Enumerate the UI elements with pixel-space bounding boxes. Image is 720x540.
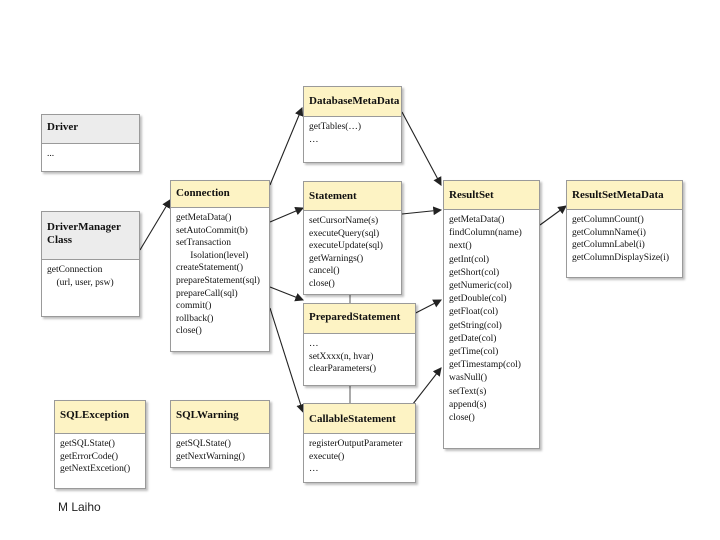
class-members: getConnection (url, user, psw): [42, 260, 139, 289]
class-member: getShort(col): [449, 267, 500, 278]
class-member: getInt(col): [449, 254, 490, 265]
class-member: setText(s): [449, 386, 487, 397]
class-member: executeQuery(sql): [309, 228, 380, 239]
arrow-connection-to-statement: [269, 206, 305, 223]
prepared-statement-class-box: PreparedStatement … setXxxx(n, hvar) clear…: [303, 303, 416, 386]
class-member: getErrorCode(): [60, 451, 119, 462]
class-member: close(): [449, 413, 475, 424]
class-member: …: [309, 464, 319, 475]
class-member: (url, user, psw): [47, 277, 114, 288]
class-title: Statement: [304, 182, 401, 211]
class-member: setAutoCommit(b): [176, 225, 248, 236]
class-member: setTransaction: [176, 238, 232, 249]
class-member: getString(col): [449, 320, 502, 331]
class-member: ...: [47, 149, 55, 159]
class-members: ...: [42, 144, 139, 161]
arrow-connection-to-databasemetadata: [269, 106, 304, 186]
class-member: getMetaData(): [449, 215, 505, 225]
class-member: execute(): [309, 451, 345, 462]
class-member: wasNull(): [449, 373, 487, 384]
class-member: close(): [309, 278, 335, 289]
class-member: getColumnLabel(i): [572, 240, 645, 251]
class-member: getDate(col): [449, 333, 497, 344]
class-member: registerOutputParameter: [309, 439, 403, 449]
class-title: ResultSet: [444, 181, 539, 210]
class-member: prepareStatement(sql): [176, 275, 260, 286]
class-title: ResultSetMetaData: [567, 181, 682, 210]
class-member: getMetaData(): [176, 213, 232, 223]
arrow-databasemetadata-to-resultset: [401, 111, 442, 186]
class-member: executeUpdate(sql): [309, 241, 383, 252]
class-members: getColumnCount() getColumnName(i) getColum…: [567, 210, 682, 264]
arrow-connection-to-preparedstatement: [269, 286, 305, 302]
class-member: getTimestamp(col): [449, 360, 521, 371]
class-member: commit(): [176, 301, 212, 312]
arrow-resultset-to-resultsetmetadata: [539, 205, 567, 226]
class-members: getTables(…) …: [304, 117, 401, 146]
class-title: Driver: [42, 115, 139, 144]
class-title: SQLException: [55, 401, 145, 434]
class-member: …: [309, 134, 319, 145]
class-member: getNextExcetion(): [60, 464, 131, 475]
class-member: append(s): [449, 399, 487, 410]
class-member: getSQLState(): [176, 439, 231, 449]
class-member: getColumnName(i): [572, 227, 646, 238]
class-member: getNumeric(col): [449, 281, 512, 292]
class-title: DatabaseMetaData: [304, 87, 401, 117]
class-member: cancel(): [309, 266, 340, 277]
class-member: prepareCall(sql): [176, 288, 238, 299]
arrow-connection-to-callablestatement: [269, 307, 305, 414]
class-members: … setXxxx(n, hvar) clearParameters(): [304, 334, 415, 376]
class-members: getMetaData() setAutoCommit(b) setTransact…: [171, 208, 269, 338]
class-member: setXxxx(n, hvar): [309, 351, 374, 362]
class-title: SQLWarning: [171, 401, 269, 434]
class-member: getColumnCount(): [572, 215, 644, 225]
sql-exception-class-box: SQLException getSQLState() getErrorCode()…: [54, 400, 146, 489]
class-member: getConnection: [47, 265, 103, 275]
class-title: DriverManager Class: [42, 212, 139, 260]
statement-class-box: Statement setCursorName(s) executeQuery(s…: [303, 181, 402, 295]
class-member: clearParameters(): [309, 364, 376, 375]
class-member: …: [309, 339, 319, 349]
class-member: getTables(…): [309, 122, 362, 132]
driver-manager-class-box: DriverManager Class getConnection (url, …: [41, 211, 140, 317]
class-members: setCursorName(s) executeQuery(sql) execute…: [304, 211, 401, 291]
class-member: rollback(): [176, 313, 214, 324]
class-member: getNextWarning(): [176, 451, 245, 462]
class-member: Isolation(level): [176, 250, 249, 261]
class-title: Connection: [171, 181, 269, 208]
driver-class-box: Driver ...: [41, 114, 140, 172]
class-member: getDouble(col): [449, 294, 507, 305]
class-title: CallableStatement: [304, 404, 415, 434]
sql-warning-class-box: SQLWarning getSQLState() getNextWarning(): [170, 400, 270, 468]
author-footer: M Laiho: [58, 500, 101, 514]
class-member: getTime(col): [449, 347, 499, 358]
class-member: close(): [176, 326, 202, 337]
class-member: setCursorName(s): [309, 216, 379, 226]
callable-statement-class-box: CallableStatement registerOutputParamete…: [303, 403, 416, 483]
class-members: getSQLState() getNextWarning(): [171, 434, 269, 463]
class-title: PreparedStatement: [304, 304, 415, 334]
connection-class-box: Connection getMetaData() setAutoCommit(b)…: [170, 180, 270, 352]
class-member: getColumnDisplaySize(i): [572, 252, 670, 263]
arrow-statement-to-resultset: [401, 206, 443, 216]
arrow-drivermanager-to-connection: [139, 199, 171, 251]
class-member: getFloat(col): [449, 307, 499, 318]
class-member: next(): [449, 241, 472, 252]
class-member: getWarnings(): [309, 253, 364, 264]
class-members: registerOutputParameter execute() …: [304, 434, 415, 476]
database-meta-data-class-box: DatabaseMetaData getTables(…) …: [303, 86, 402, 163]
result-set-meta-data-class-box: ResultSetMetaData getColumnCount()getCol…: [566, 180, 683, 278]
class-members: getSQLState() getErrorCode() getNextExceti…: [55, 434, 145, 476]
class-member: createStatement(): [176, 263, 243, 274]
class-member: getSQLState(): [60, 439, 115, 449]
class-members: getMetaData() findColumn(name) next() getIn…: [444, 210, 539, 425]
result-set-class-box: ResultSet getMetaData() findColumn(name) n…: [443, 180, 540, 449]
class-member: findColumn(name): [449, 228, 522, 239]
